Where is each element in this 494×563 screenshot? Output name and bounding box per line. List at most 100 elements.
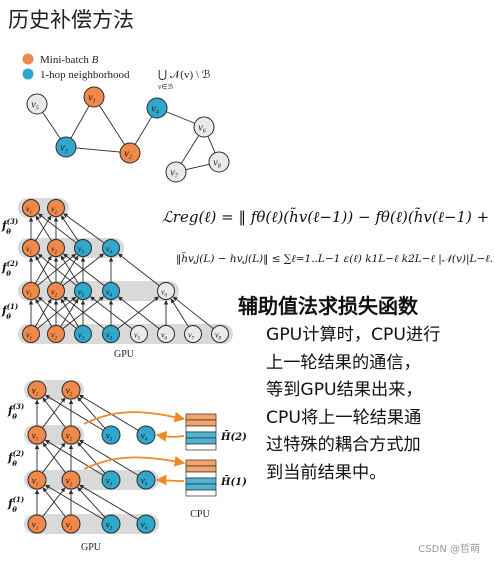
gpu-label-bottom: GPU — [81, 542, 102, 553]
bottom-edge — [45, 484, 104, 520]
svg-text:v4: v4 — [106, 331, 113, 342]
svg-text:v1: v1 — [88, 93, 95, 105]
legend-neighborhood-expr: ⋃ 𝒩(v) \ ℬ — [158, 69, 211, 81]
mid-edge — [62, 253, 104, 287]
history-cache-layer1-label: H̄(1) — [220, 476, 247, 488]
svg-text:v7: v7 — [170, 168, 178, 180]
mid-edge — [37, 253, 77, 286]
graph-node-v8: v8 — [208, 151, 230, 173]
layer-band — [18, 238, 124, 258]
bottom-node-v1-l3: v1 — [27, 380, 47, 400]
history-push-arrow-2 — [83, 411, 186, 425]
mid-node-v1-l0: v1 — [22, 325, 40, 343]
mid-edge — [62, 296, 104, 330]
graph-edge-v4-v6 — [166, 111, 195, 124]
mid-node-v6-l1: v6 — [157, 282, 175, 300]
bottom-edge — [79, 439, 139, 476]
mid-node-v4-l2: v4 — [102, 239, 120, 257]
history-cache-layer2: H̄(2) — [185, 413, 247, 451]
bottom-node-v1-l0: v1 — [27, 514, 47, 534]
mid-layer-label-1: f(1)θ — [1, 302, 18, 321]
legend-minibatch-label: Mini-batch B — [40, 54, 99, 66]
layer-band — [24, 514, 159, 534]
svg-text:v1: v1 — [32, 520, 39, 532]
explanation-line-2: 上一轮结果的通信， — [266, 352, 421, 373]
bottom-node-v4-l0: v4 — [136, 514, 156, 534]
svg-text:v5: v5 — [31, 100, 38, 112]
svg-text:v1: v1 — [26, 245, 32, 256]
svg-text:v2: v2 — [66, 431, 73, 443]
svg-text:v6: v6 — [198, 123, 205, 135]
bottom-edge — [77, 397, 106, 429]
legend-union-subscript: v∈ℬ — [158, 83, 174, 91]
graph-edge-v2-v4 — [134, 116, 153, 145]
svg-text:v8: v8 — [213, 158, 220, 170]
svg-text:v2: v2 — [51, 331, 58, 342]
formulas: ℒreg(ℓ) = ‖ fθ(ℓ)(h̃v(ℓ−1)) − fθ(ℓ)(h̃v(… — [162, 208, 494, 266]
explanation-line-6: 到当前结果中。 — [266, 462, 387, 483]
svg-text:v4: v4 — [141, 520, 148, 532]
svg-text:v6: v6 — [161, 288, 168, 299]
bottom-edge — [77, 486, 106, 518]
bottom-edge — [45, 439, 104, 476]
graph-edge-v1-v2 — [99, 105, 125, 145]
explanation-line-4: CPU将上一轮结果通 — [266, 407, 422, 428]
graph-node-v1: v1 — [83, 86, 105, 108]
mid-edge — [37, 296, 77, 329]
bottom-node-v2-l0: v2 — [61, 514, 81, 534]
svg-text:v3: v3 — [106, 431, 113, 443]
svg-text:v2: v2 — [51, 245, 58, 256]
svg-text:v5: v5 — [134, 331, 141, 342]
mid-edge — [34, 298, 52, 327]
bottom-node-v1-l2: v1 — [27, 425, 47, 445]
bottom-edge — [42, 397, 66, 429]
svg-text:v1: v1 — [26, 331, 32, 342]
graph-node-v2: v2 — [119, 142, 141, 164]
svg-text:v2: v2 — [66, 386, 73, 398]
mid-node-v1-l1: v1 — [22, 282, 40, 300]
bottom-edge — [42, 487, 66, 518]
history-push-arrow-1 — [83, 456, 186, 470]
graph-edge-v1-v3 — [70, 105, 90, 139]
bottom-layer-label-1: f(1)θ — [7, 495, 24, 514]
graph-node-v7: v7 — [165, 161, 187, 183]
bottom-edge — [42, 487, 66, 518]
legend-neighborhood-swatch — [22, 68, 34, 80]
bottom-node-v4-l1: v4 — [136, 470, 156, 490]
svg-text:v4: v4 — [141, 476, 148, 488]
svg-text:v1: v1 — [32, 476, 39, 488]
bottom-node-v4-l2: v4 — [136, 425, 156, 445]
bottom-edge — [77, 442, 106, 474]
formula-error-bound: ‖h̃v,j(L) − hv,j(L)‖ ≤ ∑ℓ=1..L−1 ε(ℓ) k1… — [176, 252, 493, 266]
bottom-node-v3-l1: v3 — [101, 470, 121, 490]
bottom-node-v2-l1: v2 — [61, 470, 81, 490]
mid-edge — [60, 215, 79, 242]
svg-text:v2: v2 — [51, 205, 58, 216]
cpu-label: CPU — [190, 509, 210, 520]
graph-edge-v5-v3 — [42, 112, 61, 139]
mid-layer-label-2: f(2)θ — [1, 259, 18, 278]
bottom-layer-label-2: f(2)θ — [7, 449, 24, 468]
bottom-node-v1-l1: v1 — [27, 470, 47, 490]
mid-node-v2-l3: v2 — [47, 199, 65, 217]
section-subtitle: 辅助值法求损失函数 — [238, 294, 418, 318]
mid-edge — [35, 215, 52, 242]
graph-node-v3: v3 — [55, 136, 77, 158]
mid-layer-label-3: f(3)θ — [1, 217, 18, 236]
mid-node-v4-l1: v4 — [102, 282, 120, 300]
mid-node-v3-l0: v3 — [74, 325, 92, 343]
mid-node-v1-l2: v1 — [22, 239, 40, 257]
mid-node-v8-l0: v8 — [211, 325, 229, 343]
legend-minibatch-swatch — [22, 53, 34, 65]
bottom-node-v3-l2: v3 — [101, 425, 121, 445]
mid-edge — [34, 255, 52, 284]
history-pull-arrow-2 — [155, 430, 185, 442]
layer-band — [24, 470, 159, 490]
svg-text:v1: v1 — [26, 205, 32, 216]
bottom-edge — [45, 394, 104, 431]
mid-edge — [117, 296, 159, 330]
mid-edge — [63, 296, 105, 330]
history-cache-layer1: H̄(1) — [185, 459, 247, 497]
